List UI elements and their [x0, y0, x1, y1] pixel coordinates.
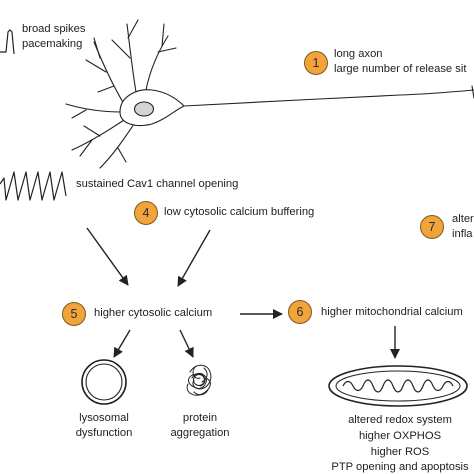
- broad-spike-trace: [0, 29, 15, 55]
- ptp-apoptosis-label: PTP opening and apoptosis: [331, 461, 469, 473]
- higher-cytosolic-label: higher cytosolic calcium: [94, 307, 213, 319]
- badge-5: 5: [62, 302, 86, 326]
- altered-redox-label: altered redox system: [348, 414, 452, 426]
- dysfunction-label: dysfunction: [75, 427, 133, 439]
- arrow-to-cytosolic-right: [177, 229, 211, 287]
- lysosomal-label: lysosomal: [79, 412, 129, 424]
- infla-label: infla: [452, 228, 473, 240]
- protein-aggregate-icon: [186, 364, 212, 396]
- badge-1: 1: [304, 51, 328, 75]
- higher-ros-label: higher ROS: [370, 446, 430, 458]
- low-buffering-label: low cytosolic calcium buffering: [164, 206, 315, 218]
- protein-label: protein: [182, 412, 218, 424]
- mitochondrion-icon: [328, 365, 468, 407]
- higher-mito-label: higher mitochondrial calcium: [321, 306, 463, 318]
- aggregation-label: aggregation: [170, 427, 230, 439]
- lysosome-icon: [81, 359, 127, 405]
- release-sites-label: large number of release sit: [334, 63, 467, 75]
- alter-label: alter: [452, 213, 474, 225]
- neuron: [65, 19, 474, 169]
- arrow-to-protein: [179, 329, 194, 358]
- sustained-cav1-label: sustained Cav1 channel opening: [76, 178, 239, 190]
- badge-7: 7: [420, 215, 444, 239]
- arrow-to-lysosome: [113, 329, 131, 358]
- arrow-to-cytosolic-left: [86, 227, 129, 286]
- pacemaking-label: pacemaking: [22, 38, 83, 50]
- oscillation-trace: [0, 171, 67, 201]
- higher-oxphos-label: higher OXPHOS: [358, 430, 442, 442]
- broad-spikes-label: broad spikes: [22, 23, 86, 35]
- long-axon-label: long axon: [334, 48, 383, 60]
- badge-6: 6: [288, 300, 312, 324]
- badge-4: 4: [134, 201, 158, 225]
